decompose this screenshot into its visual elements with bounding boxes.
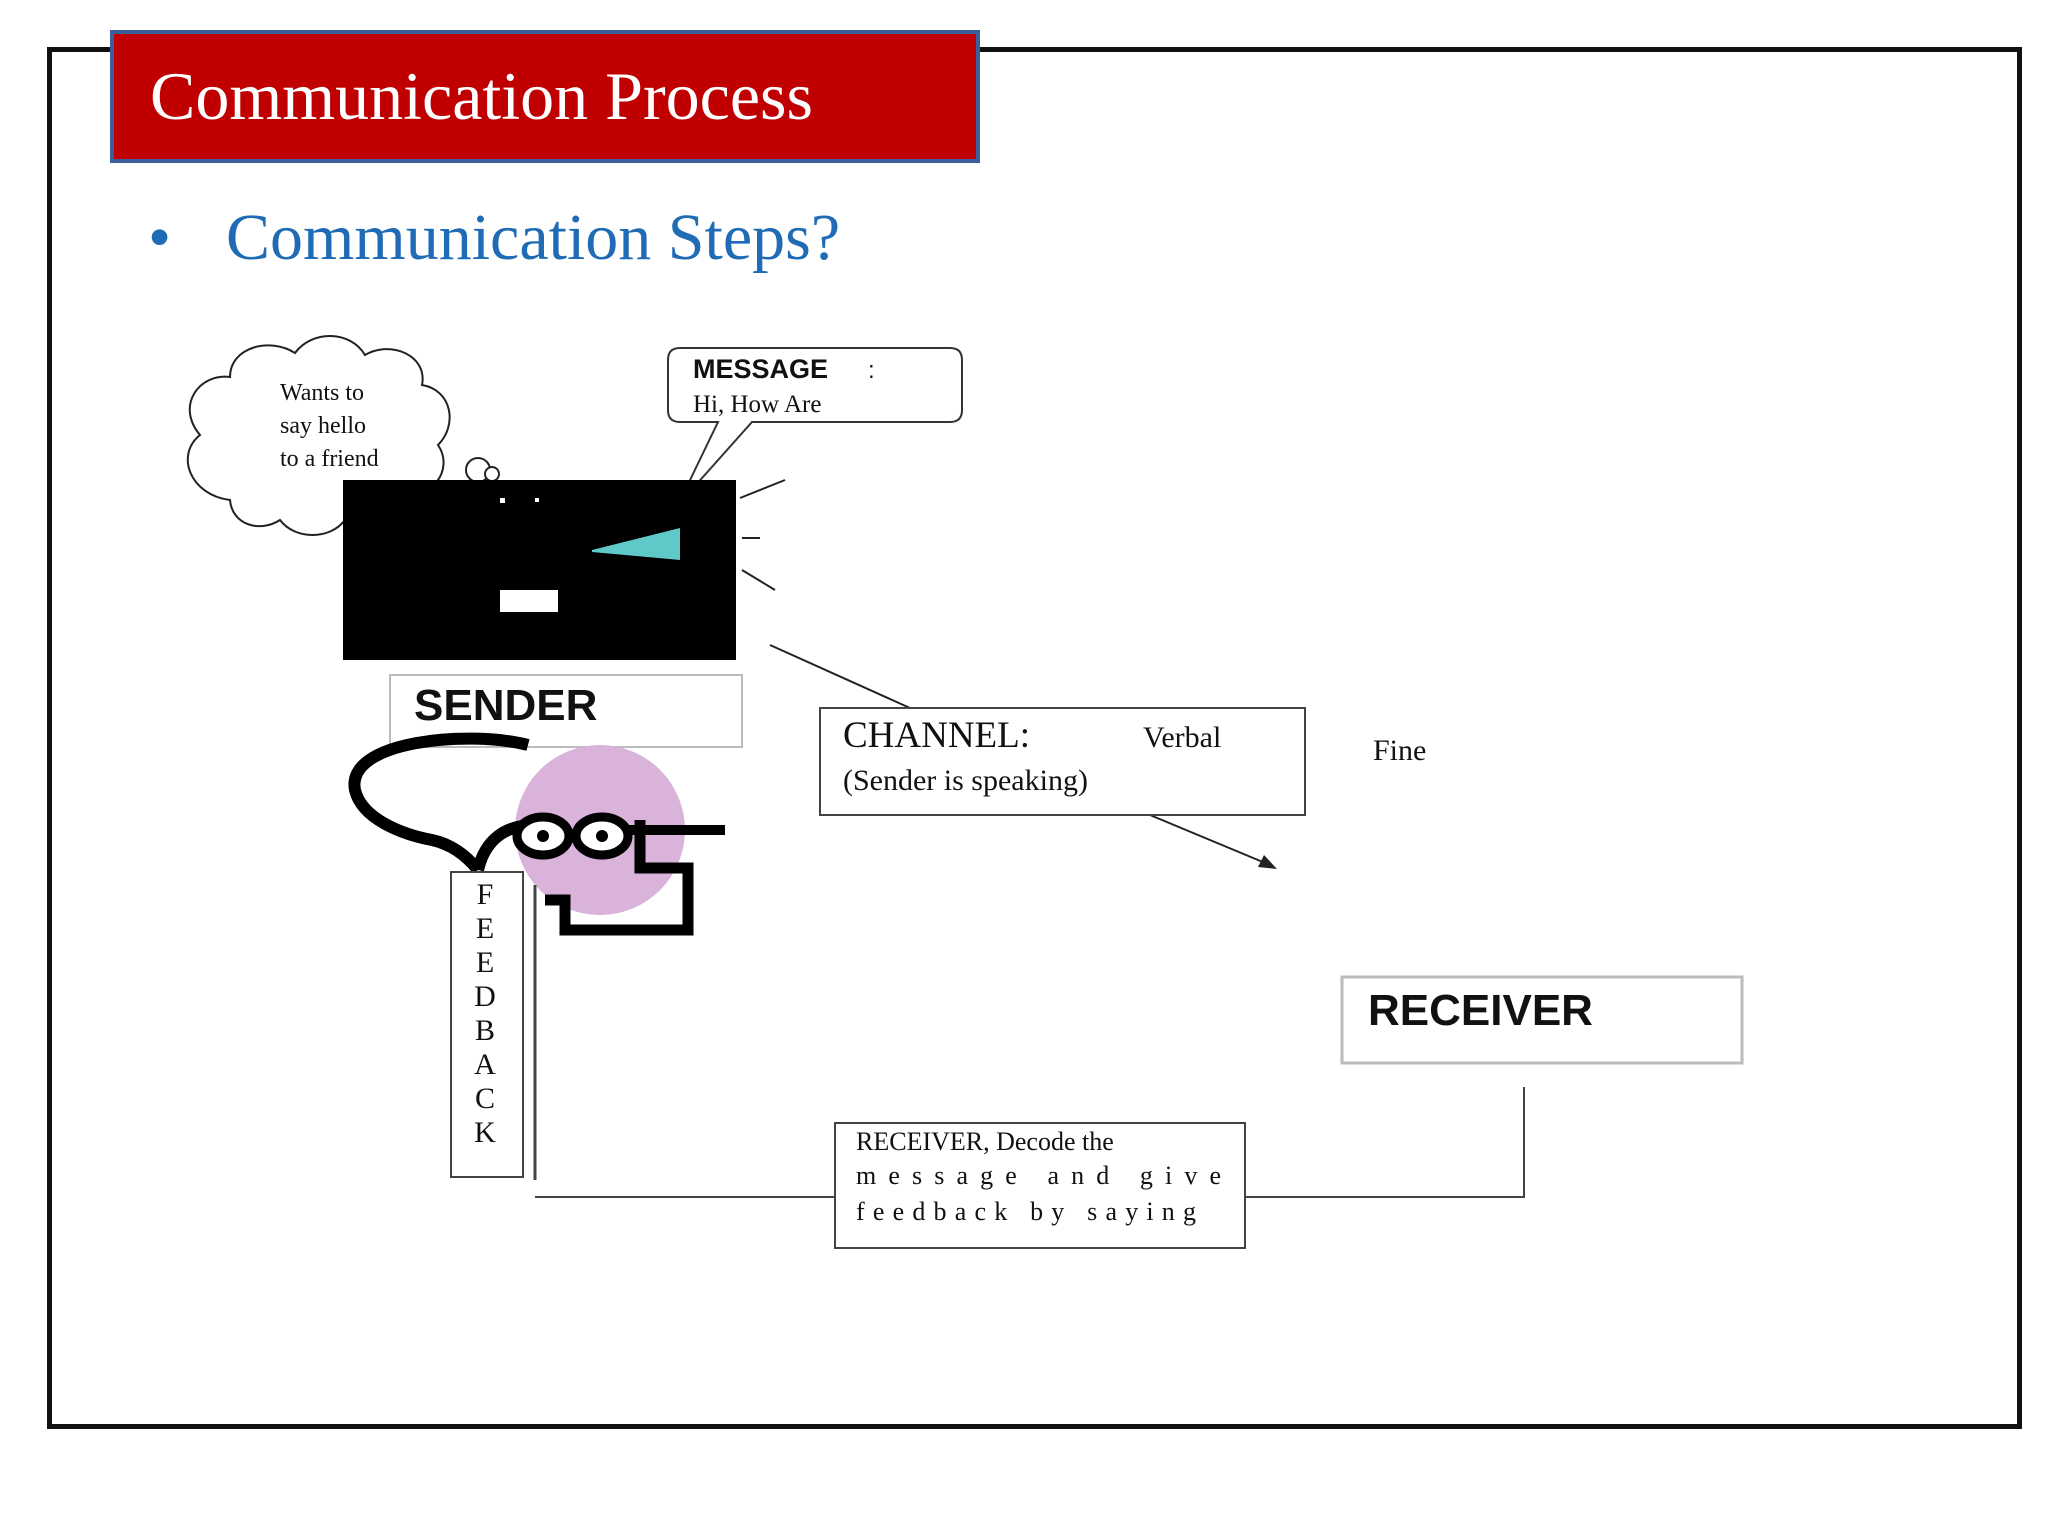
- channel-arrow: [769, 644, 1277, 869]
- feedback-letter: B: [475, 1014, 495, 1047]
- channel-description: (Sender is speaking): [843, 764, 1088, 797]
- thought-line-3: to a friend: [280, 446, 379, 472]
- receiver-label-box: RECEIVER: [1340, 975, 1744, 1065]
- feedback-letter: E: [476, 946, 494, 979]
- thought-line-2: say hello: [280, 413, 366, 439]
- receiver-face: [348, 732, 725, 936]
- feedback-letter: C: [475, 1082, 495, 1115]
- decode-line-1: RECEIVER, Decode the: [856, 1127, 1114, 1156]
- thought-line-1: Wants to: [280, 380, 364, 406]
- feedback-letter: E: [476, 912, 494, 945]
- feedback-box: F E E D B A C K: [450, 871, 537, 1180]
- feedback-letter: K: [474, 1116, 496, 1149]
- receiver-label: RECEIVER: [1368, 986, 1593, 1035]
- message-heading: MESSAGE: [693, 354, 828, 384]
- megaphone-icon: [592, 528, 680, 560]
- sender-figure: [343, 479, 786, 660]
- bullet-item: • Communication Steps?: [148, 200, 840, 276]
- decode-box: RECEIVER, Decode the message and give fe…: [834, 1122, 1246, 1249]
- message-text: Hi, How Are: [693, 391, 821, 418]
- channel-box: CHANNEL: Verbal (Sender is speaking): [819, 707, 1306, 816]
- feedback-letter: F: [477, 878, 494, 911]
- channel-value: Verbal: [1143, 721, 1221, 754]
- slide-title: Communication Process: [110, 30, 980, 163]
- bullet-icon: •: [148, 201, 172, 274]
- feedback-letter: A: [474, 1048, 496, 1081]
- message-colon: :: [868, 357, 875, 384]
- message-bubble: MESSAGE : Hi, How Are: [667, 347, 963, 506]
- channel-heading: CHANNEL:: [843, 715, 1030, 756]
- bullet-text: Communication Steps?: [226, 201, 841, 274]
- feedback-letter: D: [474, 980, 496, 1013]
- feedback-connector: [535, 1087, 1525, 1198]
- fine-text: Fine: [1373, 734, 1426, 767]
- sender-label: SENDER: [414, 681, 597, 730]
